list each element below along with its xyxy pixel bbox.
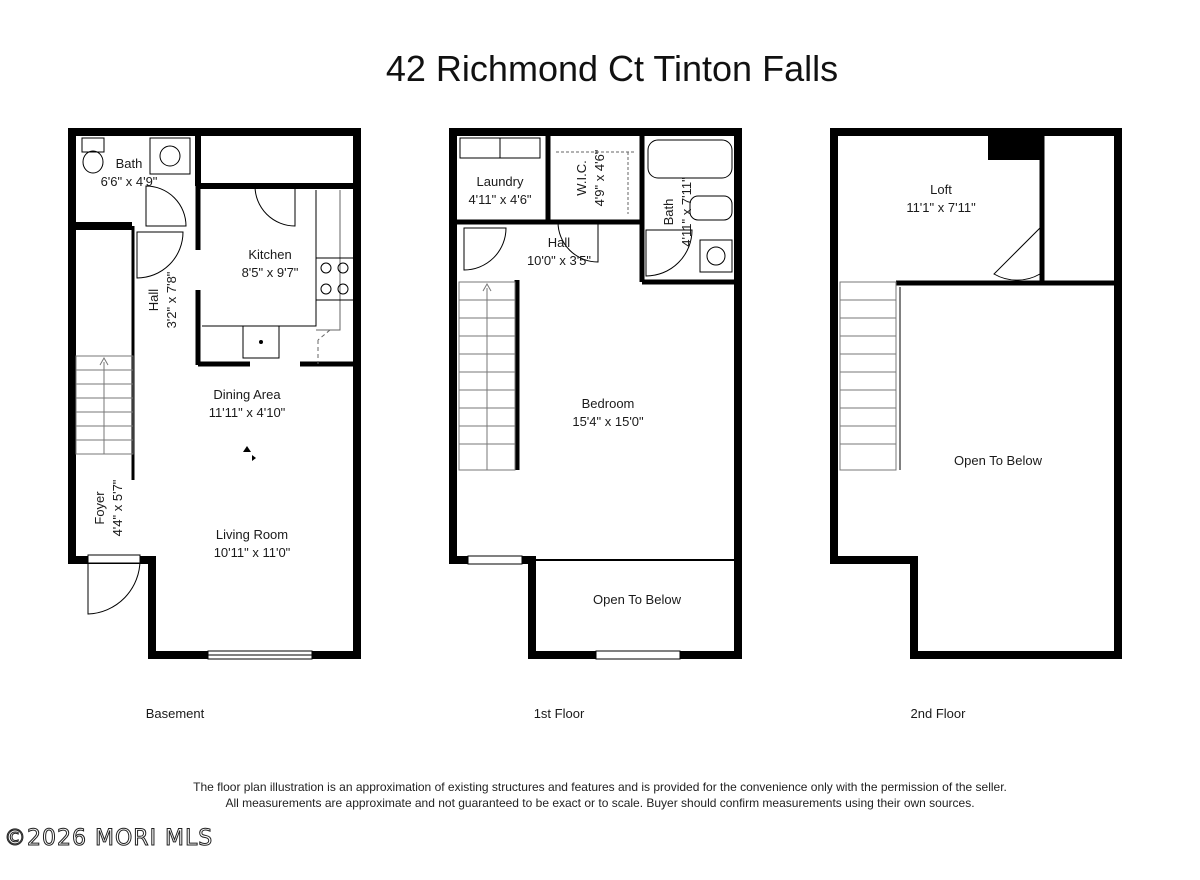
laundry-door-icon <box>463 227 507 271</box>
first-floor-outer-wall <box>449 128 742 659</box>
front-door-threshold <box>87 554 141 564</box>
wic-label: W.I.C. <box>574 160 589 195</box>
loft-closet-door-icon <box>993 226 1041 281</box>
first-floor-window <box>467 555 523 565</box>
first-hall-dims: 10'0" x 3'5" <box>527 253 591 268</box>
kitchen-sink-drain-icon <box>259 340 263 344</box>
basement-kitchen-dashed-line <box>317 329 331 364</box>
stove-burner-icon <box>337 283 349 295</box>
wic-dims: 4'9" x 4'6" <box>592 149 607 206</box>
bathtub-icon <box>647 139 733 179</box>
disclaimer-text: The floor plan illustration is an approx… <box>193 780 1007 810</box>
basement-hall-label: Hall <box>146 289 161 312</box>
foyer-label: Foyer <box>92 491 107 525</box>
first-bath-label: Bath <box>661 199 676 226</box>
bath-sink-basin-icon <box>159 145 181 167</box>
stove-burner-icon <box>320 262 332 274</box>
second-floor-plan: Loft 11'1" x 7'11" Open To Below 2nd Flo… <box>830 128 1122 721</box>
basement-plan: Bath 6'6" x 4'9" Kitchen 8'5" x 9'7" Hal… <box>68 128 361 721</box>
laundry-label: Laundry <box>477 174 524 189</box>
first-floor-name: 1st Floor <box>534 706 585 721</box>
loft-label: Loft <box>930 182 952 197</box>
kitchen-sink-icon <box>242 325 280 359</box>
stove-burner-icon <box>320 283 332 295</box>
first-floor-stairs <box>458 281 516 471</box>
first-bath-door-icon <box>645 229 693 277</box>
living-room-label: Living Room <box>216 527 288 542</box>
toilet-icon <box>689 195 733 221</box>
dining-area-label: Dining Area <box>213 387 281 402</box>
first-bath-dims: 4'11" x 7'11" <box>679 177 694 247</box>
basement-outer-wall <box>68 128 361 659</box>
foyer-dims: 4'4" x 5'7" <box>110 479 125 536</box>
stove-icon <box>315 257 355 301</box>
mls-watermark: ©2026 MORI MLS <box>3 826 214 852</box>
first-floor-window <box>595 650 681 660</box>
kitchen-dims: 8'5" x 9'7" <box>242 265 299 280</box>
bath-sink-basin-icon <box>706 246 726 266</box>
basement-kitchen-counter <box>202 190 317 327</box>
wic-door-icon <box>557 221 599 263</box>
closet-shelf-line <box>556 151 636 214</box>
kitchen-label: Kitchen <box>248 247 291 262</box>
toilet-tank-icon <box>81 137 105 153</box>
basement-bath-door-icon <box>145 185 187 227</box>
front-door-icon <box>87 559 141 615</box>
kitchen-door-icon <box>254 185 296 227</box>
hall-door-icon <box>136 231 184 279</box>
second-open-to-below-label: Open To Below <box>954 453 1043 468</box>
measure-marker-icon <box>243 446 251 452</box>
first-floor-plan: Laundry 4'11" x 4'6" W.I.C. 4'9" x 4'6" … <box>449 128 742 721</box>
bedroom-dims: 15'4" x 15'0" <box>572 414 644 429</box>
measure-marker-icon <box>252 455 256 461</box>
second-floor-outer-wall <box>830 128 1122 659</box>
bedroom-label: Bedroom <box>582 396 635 411</box>
first-hall-label: Hall <box>548 235 571 250</box>
plan-title: 42 Richmond Ct Tinton Falls <box>386 48 838 89</box>
loft-dims: 11'1" x 7'11" <box>906 200 976 215</box>
basement-bath-dims: 6'6" x 4'9" <box>101 174 158 189</box>
first-open-to-below-label: Open To Below <box>593 592 682 607</box>
laundry-dims: 4'11" x 4'6" <box>468 192 531 207</box>
living-room-dims: 10'11" x 11'0" <box>214 545 291 560</box>
bath-sink-icon <box>699 239 733 273</box>
toilet-icon <box>82 150 104 174</box>
basement-kitchen-counter-edge <box>316 190 341 331</box>
stove-burner-icon <box>337 262 349 274</box>
basement-floor-name: Basement <box>146 706 205 721</box>
chimney-block <box>988 132 1044 160</box>
basement-hall-dims: 3'2" x 7'8" <box>164 271 179 328</box>
dining-area-dims: 11'11" x 4'10" <box>209 405 286 420</box>
basement-bath-label: Bath <box>116 156 143 171</box>
bath-sink-icon <box>149 137 191 175</box>
second-floor-name: 2nd Floor <box>911 706 967 721</box>
second-floor-stairs <box>839 281 897 471</box>
basement-stairs <box>75 355 134 455</box>
